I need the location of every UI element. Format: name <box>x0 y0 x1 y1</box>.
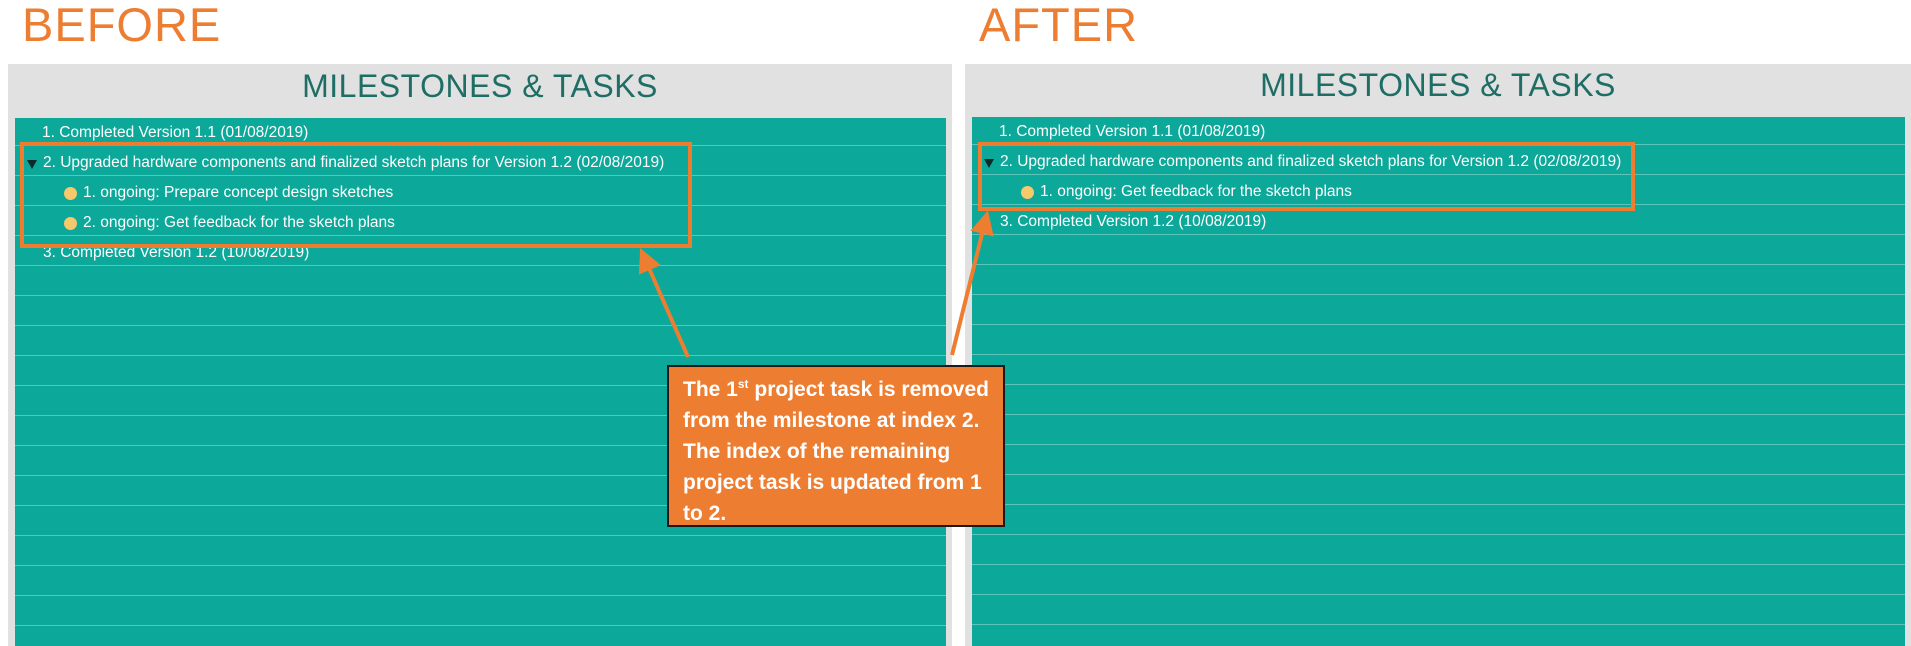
task-row[interactable]: 2. ongoing: Get feedback for the sketch … <box>15 208 946 238</box>
after-arrow <box>950 210 994 356</box>
task-status-dot-icon <box>64 187 77 200</box>
task-status-dot-icon <box>64 217 77 230</box>
milestone-list[interactable]: 1. Completed Version 1.1 (01/08/2019) 2.… <box>972 117 1905 646</box>
before-arrow <box>638 248 690 358</box>
panel-title: MILESTONES & TASKS <box>1260 67 1616 103</box>
milestone-label: 3. Completed Version 1.2 (10/08/2019) <box>1000 213 1267 230</box>
expand-triangle-icon[interactable] <box>984 159 994 168</box>
milestone-row[interactable]: 1. Completed Version 1.1 (01/08/2019) <box>15 118 946 148</box>
milestone-row[interactable]: 3. Completed Version 1.2 (10/08/2019) <box>15 238 946 268</box>
after-heading: AFTER <box>979 0 1139 51</box>
milestone-row[interactable]: 1. Completed Version 1.1 (01/08/2019) <box>972 117 1905 147</box>
milestone-row-expanded[interactable]: 2. Upgraded hardware components and fina… <box>972 147 1905 177</box>
milestone-label: 1. Completed Version 1.1 (01/08/2019) <box>42 124 309 141</box>
task-row[interactable]: 1. ongoing: Prepare concept design sketc… <box>15 178 946 208</box>
callout-text-rest: project task is removed from the milesto… <box>683 378 989 525</box>
before-heading: BEFORE <box>22 0 222 51</box>
task-label: 1. ongoing: Get feedback for the sketch … <box>1040 183 1352 200</box>
callout-superscript: st <box>737 377 749 391</box>
task-row[interactable]: 1. ongoing: Get feedback for the sketch … <box>972 177 1905 207</box>
milestone-row[interactable]: 3. Completed Version 1.2 (10/08/2019) <box>972 207 1905 237</box>
task-label: 2. ongoing: Get feedback for the sketch … <box>83 214 395 231</box>
before-highlight-box <box>20 142 692 248</box>
callout-text-start: The 1 <box>683 378 738 401</box>
milestone-label: 1. Completed Version 1.1 (01/08/2019) <box>999 123 1266 140</box>
task-status-dot-icon <box>1021 186 1034 199</box>
after-highlight-box <box>978 142 1635 211</box>
milestone-row-expanded[interactable]: 2. Upgraded hardware components and fina… <box>15 148 946 178</box>
task-label: 1. ongoing: Prepare concept design sketc… <box>83 184 394 201</box>
milestone-label: 3. Completed Version 1.2 (10/08/2019) <box>43 244 310 261</box>
milestone-label: 2. Upgraded hardware components and fina… <box>43 154 665 171</box>
expand-triangle-icon[interactable] <box>27 160 37 169</box>
panel-title: MILESTONES & TASKS <box>302 68 658 104</box>
milestone-label: 2. Upgraded hardware components and fina… <box>1000 153 1622 170</box>
after-panel: MILESTONES & TASKS 1. Completed Version … <box>965 64 1911 646</box>
callout-box: The 1st project task is removed from the… <box>667 365 1005 527</box>
